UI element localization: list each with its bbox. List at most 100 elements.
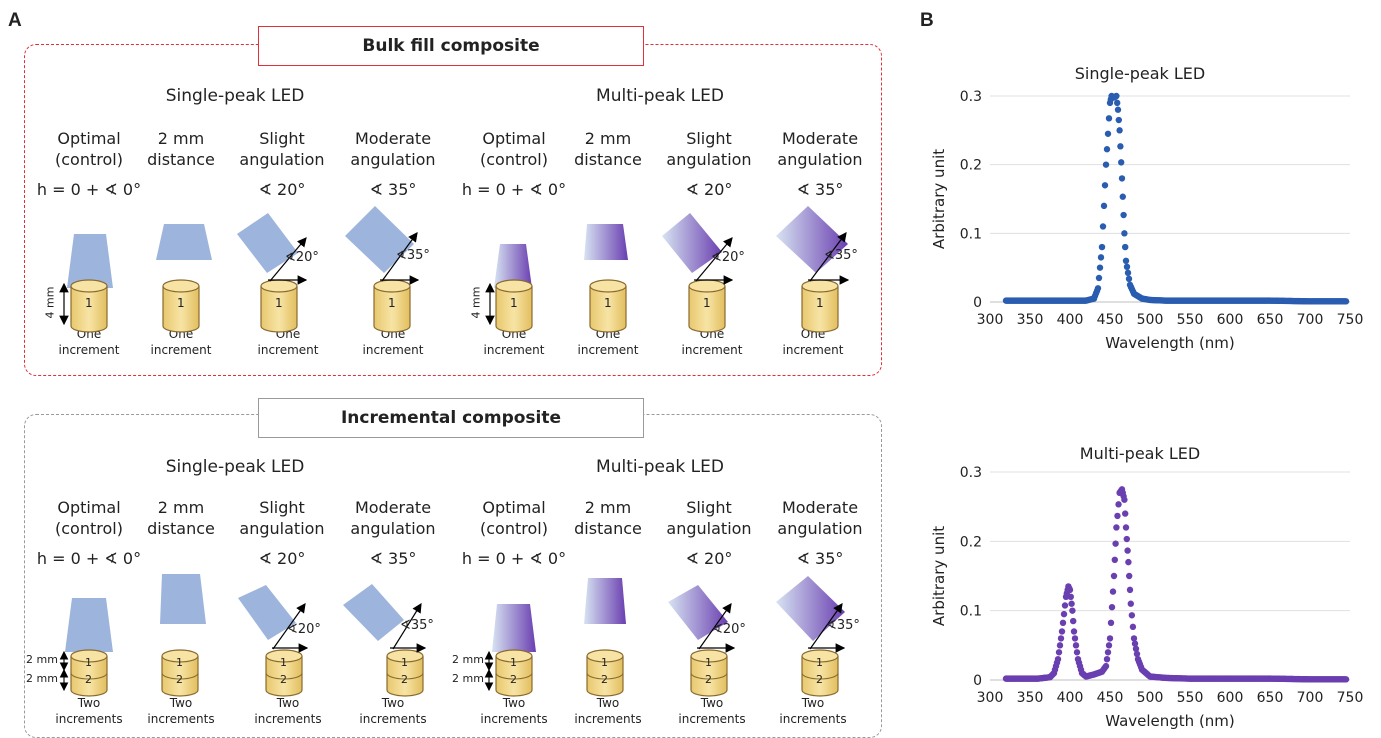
spectrum-point: [1070, 617, 1077, 625]
spectrum-point: [1128, 612, 1136, 619]
x-tick-label: 650: [1257, 312, 1284, 328]
spectrum-point: [1131, 640, 1139, 647]
condition-label: Optimal(control): [480, 498, 548, 538]
spectrum-point: [1122, 257, 1130, 264]
spectrum-point: [1125, 558, 1132, 566]
spectrum-point: [1109, 588, 1117, 595]
angle-formula: ∢ 35°: [796, 180, 844, 199]
angle-mark: ∢35°: [824, 248, 858, 263]
cylinder-number: 1: [816, 656, 823, 669]
cylinder-number: 1: [604, 296, 612, 310]
y-tick-label: 0.2: [960, 534, 982, 550]
spectrum-point: [1129, 623, 1137, 631]
spectrum-point: [1096, 264, 1104, 271]
bulk-multi-led-heading: Multi-peak LED: [596, 86, 724, 106]
x-tick-label: 400: [1057, 690, 1084, 706]
y-tick-label: 0.3: [960, 465, 982, 481]
angle-mark: ∢20°: [287, 622, 321, 637]
cylinder-number: 2: [601, 673, 608, 686]
x-tick-label: 300: [977, 690, 1004, 706]
cylinder-number: 1: [85, 656, 92, 669]
x-tick-label: 750: [1337, 312, 1364, 328]
spectrum-point: [1122, 524, 1130, 531]
spectrum-point: [1126, 586, 1134, 594]
spectrum-point: [1104, 649, 1112, 656]
spectrum-point: [1105, 642, 1113, 649]
cylinder-number: 1: [510, 296, 518, 310]
spectrum-point: [1111, 556, 1118, 564]
x-tick-label: 700: [1297, 690, 1324, 706]
y-tick-label: 0: [973, 295, 982, 311]
spectrum-point: [1118, 175, 1126, 182]
spectrum-point: [1121, 230, 1128, 237]
chart-title: Single-peak LED: [1074, 64, 1206, 83]
spectrum-point: [1122, 510, 1129, 517]
x-tick-label: 750: [1337, 690, 1364, 706]
spectrum-point: [1097, 254, 1105, 261]
spectrum-point: [1099, 223, 1107, 230]
x-tick-label: 700: [1297, 312, 1324, 328]
cylinder-number: 1: [280, 656, 287, 669]
spectrum-point: [1126, 572, 1133, 580]
cylinder-number: 1: [816, 296, 824, 310]
spectrum-point: [1113, 92, 1120, 100]
angle-formula: ∢ 20°: [258, 180, 306, 199]
cylinder-number: 1: [510, 656, 517, 669]
spectrum-point: [1132, 645, 1140, 652]
bulk-single-led-heading: Single-peak LED: [165, 86, 305, 106]
cylinder-number: 1: [703, 296, 711, 310]
cylinder-number: 1: [705, 656, 712, 669]
angle-mark: ∢20°: [712, 622, 746, 637]
spectrum-point: [1342, 298, 1350, 305]
incremental-title: Incremental composite: [258, 398, 644, 438]
spectrum-point: [1054, 656, 1062, 663]
panel-a-label: A: [8, 10, 22, 31]
angle-formula: ∢ 35°: [796, 549, 844, 568]
spectrum-point: [1102, 161, 1110, 168]
layer-label-2mm: 2 mm: [452, 653, 484, 666]
x-axis-label: Wavelength (nm): [1105, 712, 1235, 730]
angle-mark: ∢20°: [711, 250, 745, 265]
cylinder-number: 1: [401, 656, 408, 669]
angle-formula: ∢ 35°: [369, 180, 417, 199]
spectrum-point: [1061, 602, 1069, 609]
cylinder-number: 1: [177, 296, 185, 310]
spectrum-point: [1069, 607, 1076, 614]
cylinder-number: 1: [176, 656, 183, 669]
spectrum-point: [1342, 676, 1350, 683]
spectrum-point: [1095, 274, 1103, 282]
spectrum-point: [1106, 635, 1114, 642]
x-tick-label: 650: [1257, 690, 1284, 706]
angle-formula: h = 0 + ∢ 0°: [461, 549, 567, 568]
spectrum-point: [1121, 496, 1128, 503]
spectrum-point: [1125, 275, 1133, 283]
spectrum-point: [1067, 593, 1074, 600]
spectrum-point: [1113, 524, 1120, 531]
angle-formula: ∢ 20°: [258, 549, 306, 568]
cylinder-number: 1: [601, 656, 608, 669]
bulk-fill-title: Bulk fill composite: [258, 26, 644, 66]
y-tick-label: 0: [973, 673, 982, 689]
x-tick-label: 350: [1017, 312, 1044, 328]
spectrum-point: [1123, 263, 1131, 271]
condition-label: Optimal(control): [55, 498, 123, 538]
spectrum-point: [1116, 127, 1123, 134]
x-tick-label: 450: [1097, 312, 1124, 328]
